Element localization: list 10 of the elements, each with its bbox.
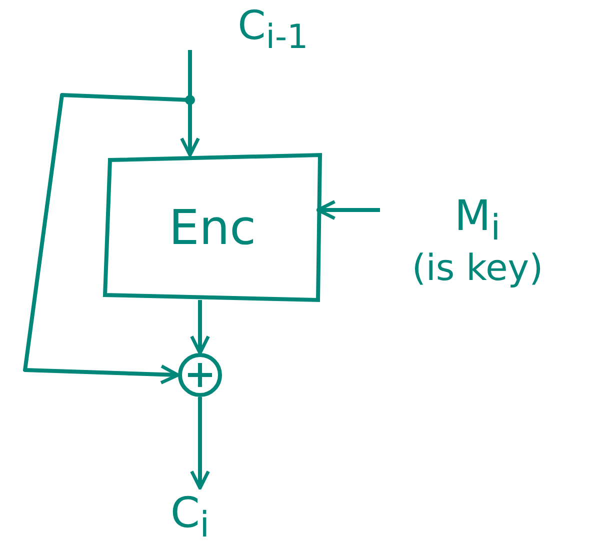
output-label: C$_{i}$ [170, 488, 210, 546]
block-label: Enc [168, 200, 256, 256]
key-note: (is key) [412, 248, 544, 290]
arrow [316, 200, 380, 220]
block-box [105, 155, 320, 300]
arrow [190, 397, 210, 490]
key-label: M$_{i}$ [454, 190, 500, 248]
input-label: C$_{i-1}$ [238, 2, 308, 56]
xor-symbol [178, 353, 222, 397]
arrow [190, 300, 210, 355]
